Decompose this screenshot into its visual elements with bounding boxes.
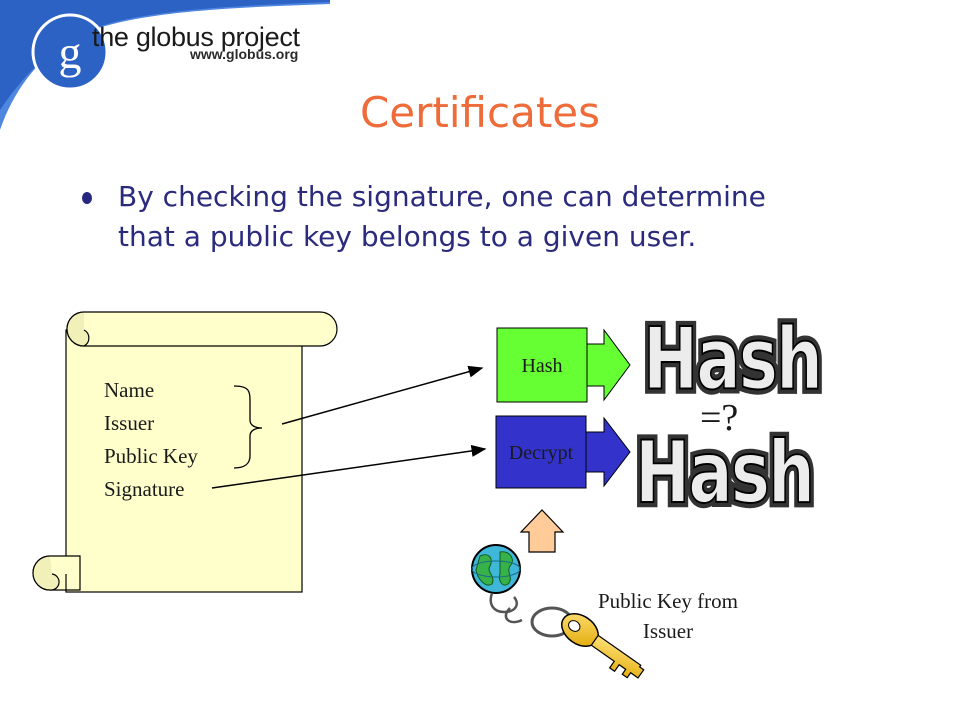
key-caption: Public Key from Issuer: [568, 586, 768, 646]
key-icon: [471, 544, 645, 679]
decrypt-output-arrow: [585, 416, 631, 488]
arrow-signature-to-decrypt: [211, 444, 487, 489]
hash-output-arrow: [586, 328, 631, 402]
key-caption-line1: Public Key from: [598, 589, 738, 613]
header-decoration: g: [0, 0, 330, 130]
bullet-text: By checking the signature, one can deter…: [118, 180, 766, 253]
hash-result-top-shadow: Hash: [643, 310, 821, 410]
hash-result-bottom-shadow: Hash: [635, 423, 813, 523]
hash-result-bottom: Hash: [635, 423, 813, 523]
arrow-fields-to-hash: [281, 365, 484, 425]
certificate-scroll: [32, 311, 338, 593]
logo-letter: g: [59, 27, 82, 78]
cert-field-issuer: Issuer: [104, 411, 155, 435]
cert-field-name: Name: [104, 378, 155, 402]
globus-logo-circle: [31, 13, 109, 91]
field-brace: [233, 385, 263, 469]
brand-url: www.globus.org: [190, 46, 299, 62]
cert-field-signature: Signature: [104, 477, 185, 501]
brand-name: the globus project: [92, 22, 300, 52]
comparison-label: =?: [700, 397, 739, 439]
hash-box: [496, 327, 588, 403]
key-up-arrow: [519, 509, 565, 553]
decrypt-box-label: Decrypt: [508, 442, 574, 464]
key-caption-line2: Issuer: [642, 619, 694, 643]
hash-box-label: Hash: [521, 355, 563, 377]
cert-field-public-key: Public Key: [104, 444, 198, 468]
hash-result-top: Hash: [643, 310, 821, 410]
slide-title: Certificates: [359, 88, 601, 137]
bullet-marker: [82, 192, 92, 204]
